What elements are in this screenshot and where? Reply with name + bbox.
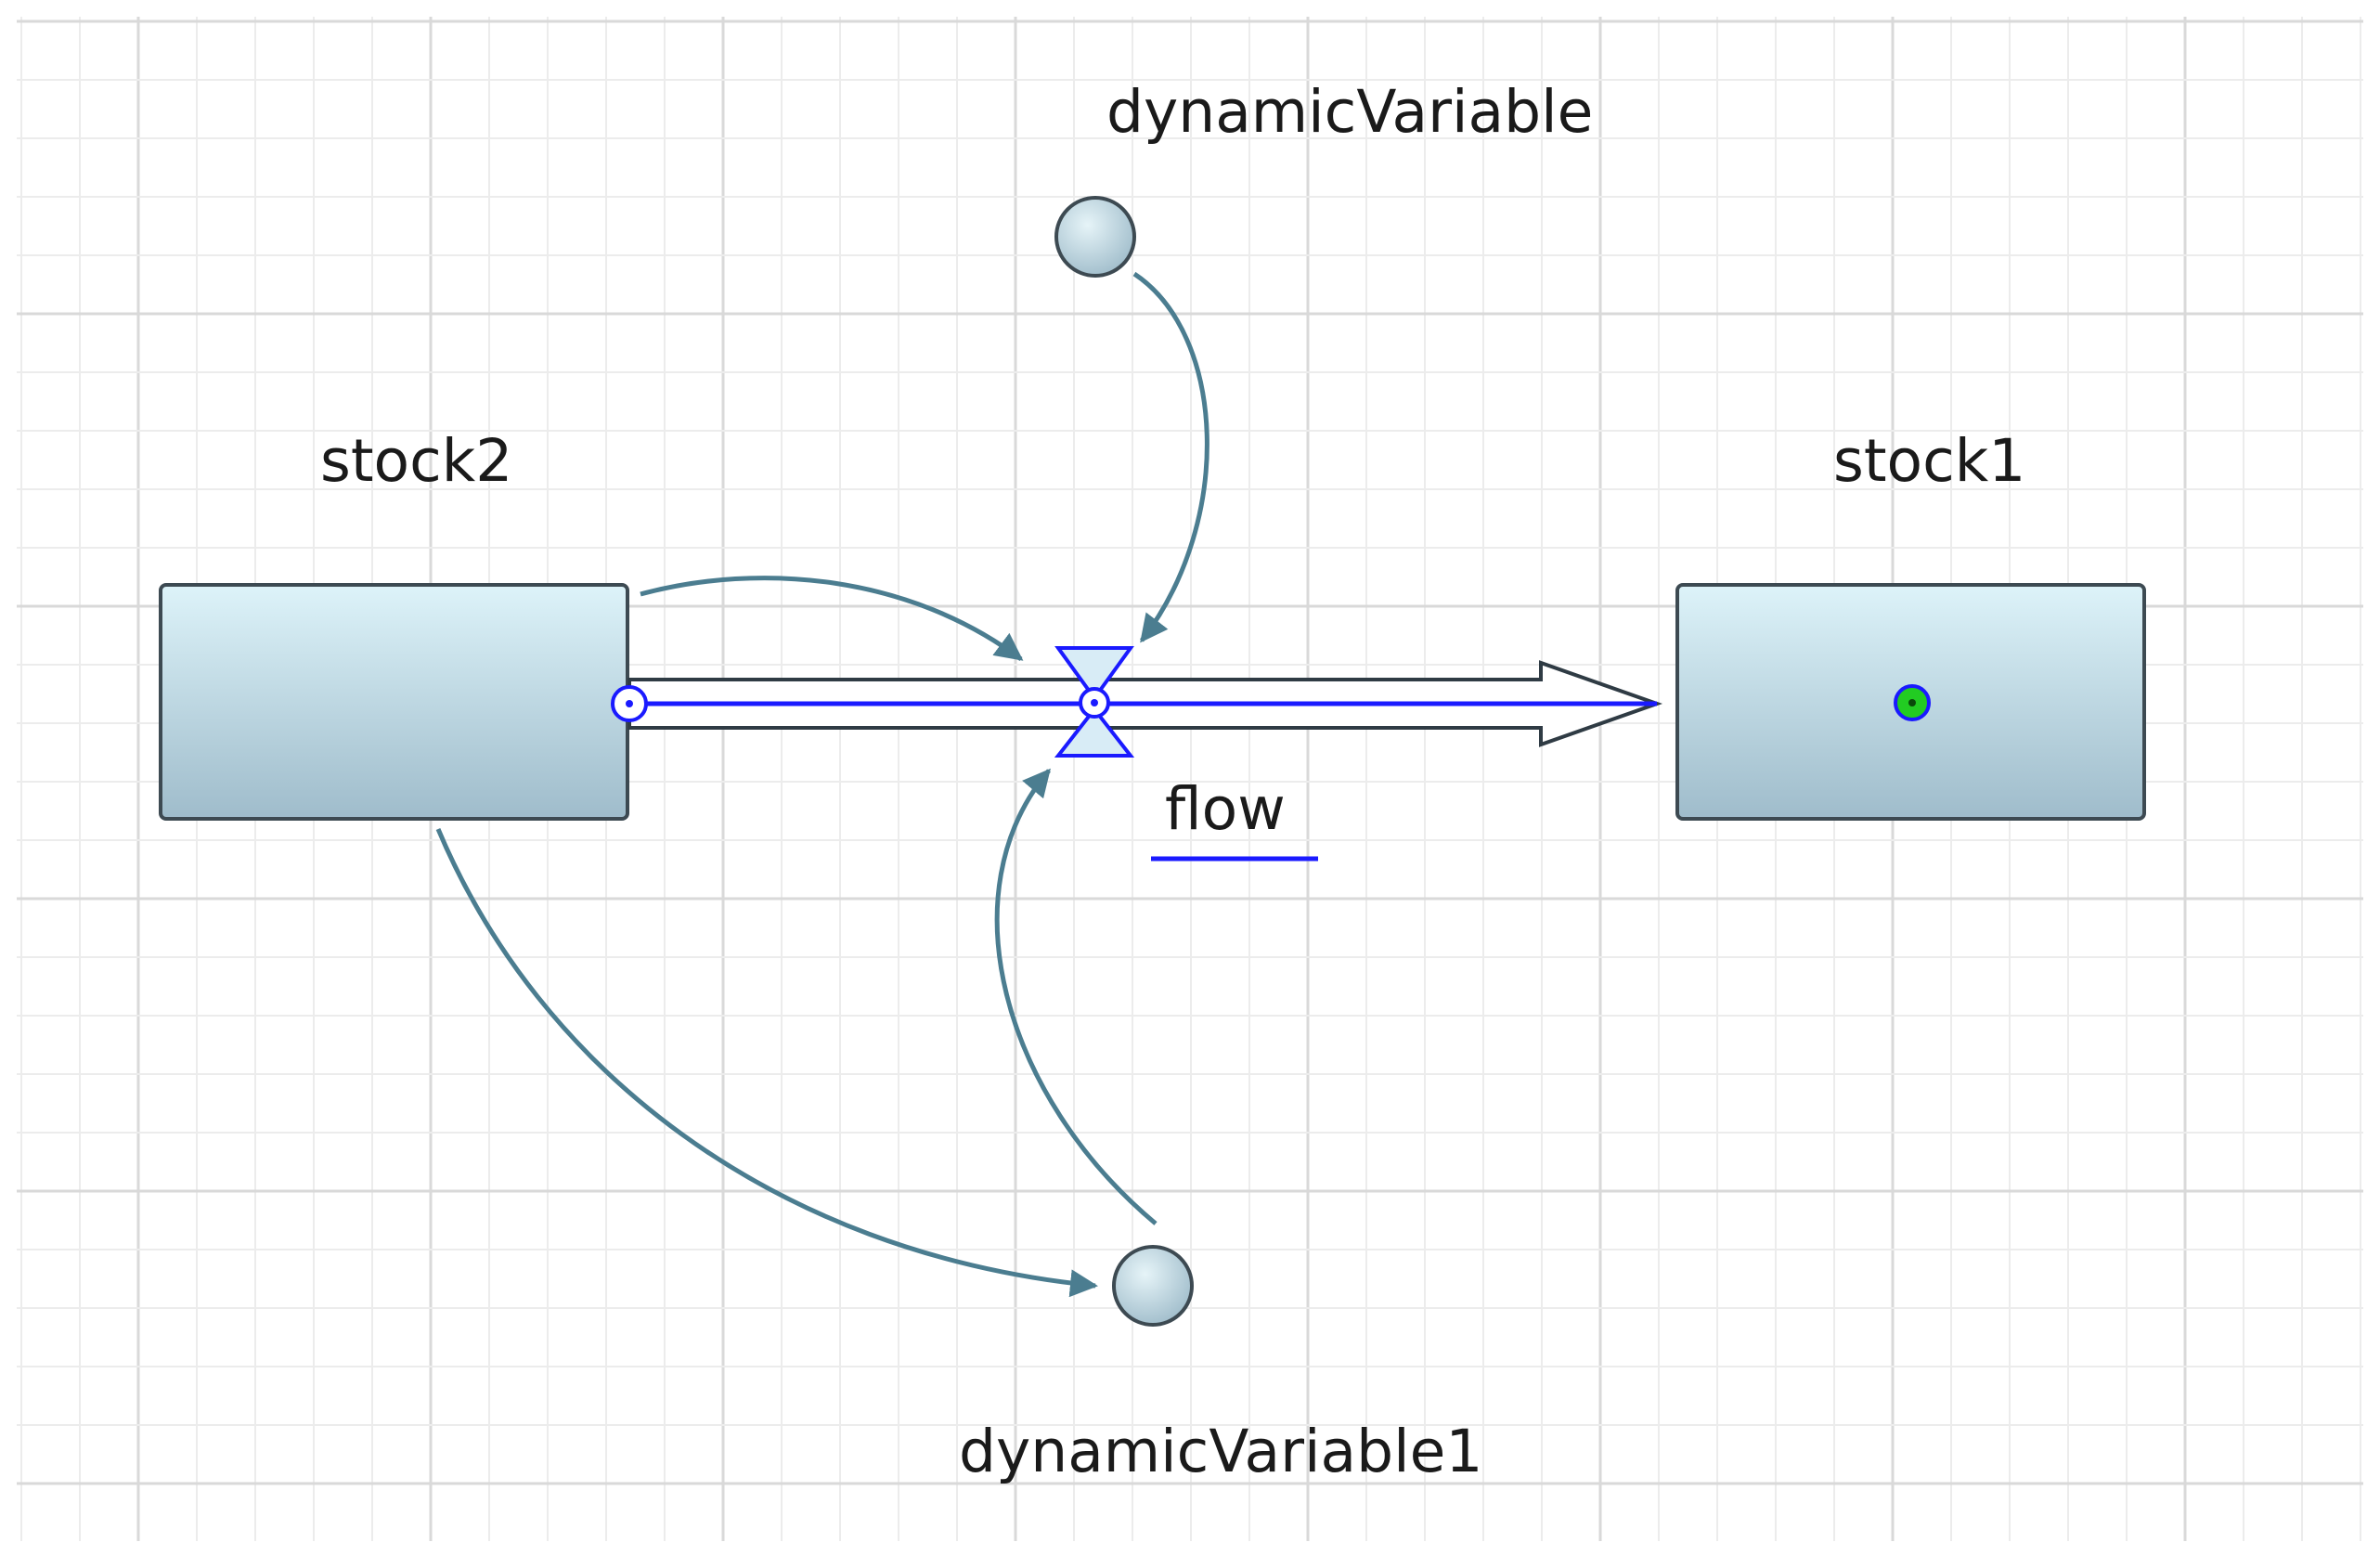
label-flow[interactable]: flow: [1165, 775, 1286, 843]
dynamic-variable-dynamicVariable1[interactable]: [1112, 1245, 1194, 1327]
dynamic-variable-dynamicVariable[interactable]: [1054, 196, 1136, 278]
label-stock2: stock2: [320, 427, 512, 495]
connection-anchor-icon[interactable]: [1894, 684, 1931, 721]
link-stock2-to-dynamicVariable1[interactable]: [435, 828, 1098, 1298]
stock-stock2[interactable]: [159, 583, 629, 821]
link-stock2-to-flow[interactable]: [640, 576, 1024, 662]
link-dynamicVariable-to-flow[interactable]: [1132, 271, 1209, 643]
label-dynamicVariable: dynamicVariable: [1106, 78, 1593, 146]
link-dynamicVariable1-to-flow[interactable]: [994, 768, 1158, 1225]
flow-start-handle-icon[interactable]: [611, 685, 648, 722]
label-dynamicVariable1: dynamicVariable1: [959, 1418, 1482, 1485]
label-stock1: stock1: [1833, 427, 2025, 495]
background-grid: [17, 17, 2363, 1541]
flow-pipe[interactable]: [627, 660, 1663, 747]
flow-valve-icon[interactable]: [1054, 646, 1135, 758]
